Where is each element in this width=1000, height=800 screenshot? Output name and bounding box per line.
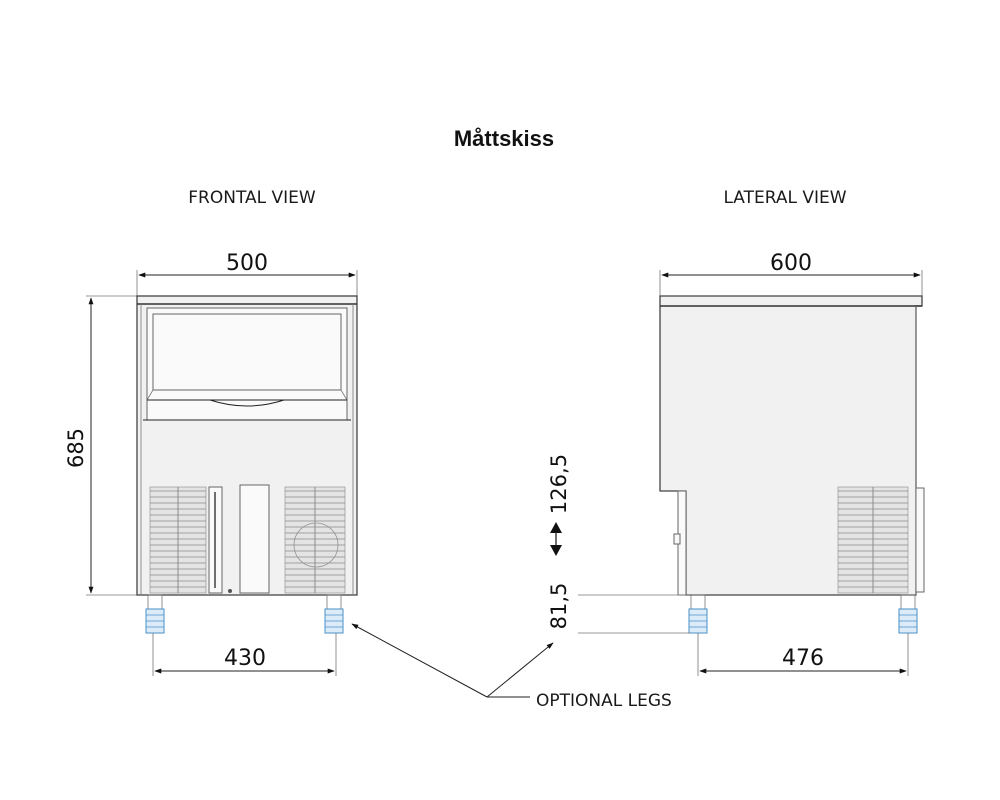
front-height-value: 685	[64, 428, 88, 468]
side-leg-front	[688, 594, 708, 634]
label-panel	[239, 484, 270, 594]
front-leg-span-value: 430	[224, 646, 266, 671]
lateral-view-label: LATERAL VIEW	[723, 188, 846, 208]
lateral-view: 600	[547, 251, 925, 676]
side-leg-span-value: 476	[782, 646, 824, 671]
side-leg-rear	[898, 594, 918, 634]
front-width-value: 500	[226, 251, 268, 276]
frontal-view: 500 685	[64, 251, 358, 676]
frontal-view-label: FRONTAL VIEW	[188, 188, 316, 208]
front-height-dimension: 685	[64, 295, 137, 596]
optional-legs-callout: OPTIONAL LEGS	[351, 623, 672, 711]
door-handle	[209, 399, 285, 407]
front-width-dimension: 500	[136, 251, 358, 296]
leg-height-dimension: 126,5 81,5	[547, 454, 690, 634]
front-leg-span-dimension: 430	[152, 633, 337, 676]
side-depth-dimension: 600	[659, 251, 923, 296]
leg-height-min-value: 81,5	[547, 583, 571, 630]
optional-legs-label: OPTIONAL LEGS	[536, 691, 672, 711]
side-leg-span-dimension: 476	[697, 633, 909, 676]
front-leg-right	[324, 594, 344, 634]
side-depth-value: 600	[770, 251, 812, 276]
drawing-title: Måttskiss	[454, 126, 554, 151]
leg-height-max-value: 126,5	[547, 454, 571, 514]
front-leg-left	[145, 594, 165, 634]
